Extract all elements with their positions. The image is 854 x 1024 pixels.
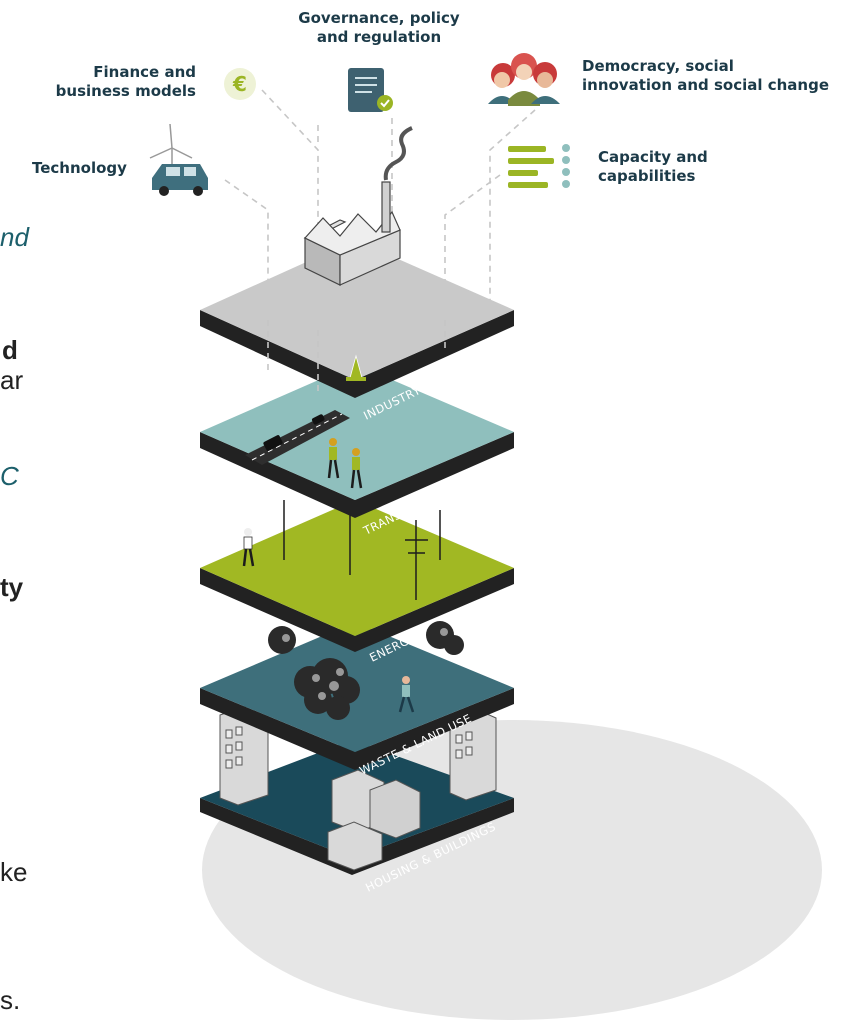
label-democracy: Democracy, social innovation and social … bbox=[582, 57, 830, 94]
layer-industry: INDUSTRY bbox=[200, 126, 514, 423]
layer-transport: TRANSPORT bbox=[200, 364, 514, 538]
label-governance: Governance, policy and regulation bbox=[298, 9, 460, 46]
worker-figure bbox=[242, 528, 255, 567]
left-fragment-3: ar bbox=[0, 365, 24, 395]
power-lines bbox=[283, 500, 441, 600]
left-fragment-4: C bbox=[0, 461, 19, 491]
signed-document-icon bbox=[348, 68, 393, 112]
checklist-icon bbox=[508, 144, 570, 188]
left-fragment-6: ke bbox=[0, 857, 28, 887]
left-fragment-5: ty bbox=[0, 572, 24, 602]
factory bbox=[303, 181, 401, 286]
left-fragment-7: s. bbox=[0, 985, 21, 1015]
left-fragment-2: d bbox=[2, 335, 18, 365]
label-finance: Finance and business models bbox=[55, 63, 196, 100]
svg-text:€: € bbox=[232, 72, 247, 96]
car bbox=[263, 435, 283, 451]
euro-coin-icon: € bbox=[224, 68, 256, 100]
label-capacity: Capacity and capabilities bbox=[598, 148, 708, 185]
person-walking bbox=[398, 676, 415, 713]
road bbox=[245, 410, 350, 465]
smoke bbox=[383, 126, 413, 181]
traffic-cone bbox=[346, 354, 366, 381]
left-fragment-1: nd bbox=[0, 222, 29, 252]
car-and-wind-turbine-icon bbox=[149, 123, 208, 196]
trees bbox=[268, 621, 464, 720]
people-group-icon bbox=[488, 53, 560, 106]
construction-workers bbox=[327, 438, 363, 489]
layer-waste-land-use: WASTE & LAND USE bbox=[200, 621, 514, 778]
label-technology: Technology bbox=[32, 159, 127, 177]
layer-energy: ENERGY bbox=[200, 500, 514, 665]
